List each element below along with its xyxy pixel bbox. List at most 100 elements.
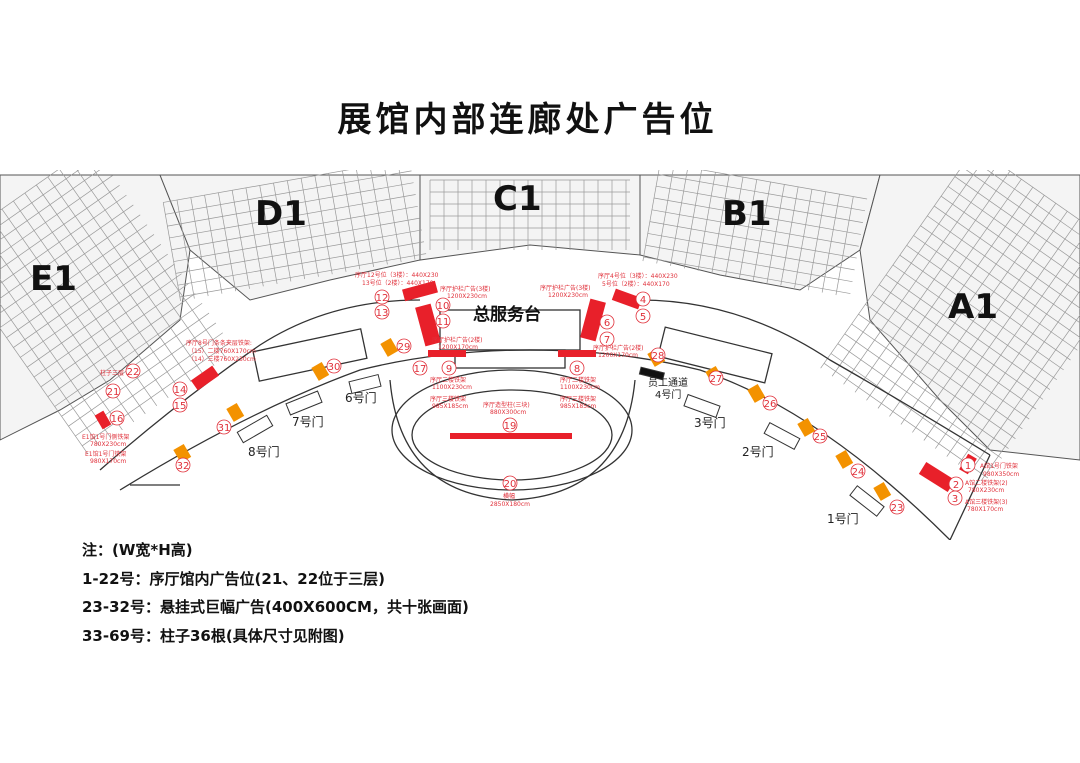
- ad-number: 9: [446, 364, 452, 375]
- ad-position-12: 12: [374, 289, 390, 305]
- ad-caption: 1100X230cm: [560, 384, 600, 391]
- ad-caption: 序厅护栏广告(2楼): [593, 344, 644, 352]
- floor-plan: E1 D1 C1 B1 A1 总服务台 1号门 2号门 3号门 员工通道 4号门…: [0, 170, 1080, 540]
- ad-caption: 985X185cm: [432, 403, 468, 410]
- ad-caption: （15）二楼760X170cm: [188, 347, 256, 355]
- hall-label-b1: B1: [722, 194, 772, 234]
- ad-number: 20: [504, 479, 517, 490]
- door-2-label: 2号门: [742, 444, 774, 459]
- ad-position-25: 25: [812, 428, 828, 444]
- ad-caption: 序厅三楼铁架: [560, 395, 596, 403]
- ad-position-21: 21: [105, 383, 121, 399]
- ad-position-17: 17: [412, 360, 428, 376]
- ad-caption: 序厅二楼铁架: [560, 376, 596, 384]
- hall-grid-block: [0, 170, 230, 455]
- ad-position-23: 23: [889, 499, 905, 515]
- banner-panel: [835, 449, 854, 469]
- ad-panel: [918, 462, 956, 492]
- ad-number: 1: [965, 461, 971, 472]
- ad-caption: 13号位（2楼）：440X170: [362, 279, 434, 287]
- ad-caption: 980X170cm: [90, 458, 126, 465]
- ad-number: 27: [710, 374, 723, 385]
- ad-panel: [611, 288, 643, 310]
- number-circle: [812, 428, 828, 444]
- ad-panel: [534, 433, 572, 439]
- number-circle: [396, 338, 412, 354]
- ad-number: 25: [814, 432, 827, 443]
- hall-grid-block: [429, 179, 630, 250]
- ad-caption: A馆二楼铁架(2): [965, 479, 1008, 487]
- ad-number: 30: [328, 362, 341, 373]
- ad-position-4: 4: [635, 291, 651, 307]
- number-circle: [960, 457, 976, 473]
- hall-label-e1: E1: [30, 259, 77, 299]
- ad-caption: 780X230cm: [968, 487, 1004, 494]
- ad-caption: （14）三楼760X230cm: [188, 355, 256, 363]
- door-3-label: 3号门: [694, 415, 726, 430]
- ad-panel: [402, 280, 438, 302]
- ad-position-31: 31: [216, 419, 232, 435]
- number-circle: [109, 410, 125, 426]
- door-6-label: 6号门: [345, 390, 377, 405]
- ad-caption: 序厅造型柱(三块): [483, 401, 530, 409]
- ad-caption: 序厅8号门条条夹层铁架:: [186, 339, 252, 347]
- ad-caption: 柱子三层: [100, 369, 124, 377]
- ad-position-14: 14: [172, 381, 188, 397]
- ad-caption: 1200X230cm: [548, 292, 588, 299]
- hall-a1-area: [859, 174, 1080, 461]
- page-title: 展馆内部连廊处广告位: [337, 100, 718, 140]
- ad-panel: [450, 433, 498, 439]
- note-units: 注：(W宽*H高): [82, 541, 193, 559]
- ad-number: 21: [107, 387, 120, 398]
- ad-caption: A馆1号门铁架: [980, 462, 1018, 470]
- service-desk-label: 总服务台: [473, 304, 541, 325]
- hall-grid-block: [820, 170, 1080, 481]
- ad-position-27: 27: [708, 370, 724, 386]
- ad-panel: [190, 365, 220, 391]
- ad-number: 7: [604, 335, 610, 346]
- ad-number: 6: [604, 318, 610, 329]
- number-circle: [105, 383, 121, 399]
- number-circle: [889, 499, 905, 515]
- number-circle: [850, 463, 866, 479]
- ad-number: 2: [953, 480, 959, 491]
- ad-position-9: 9: [441, 360, 457, 376]
- ad-position-8: 8: [569, 360, 585, 376]
- ad-caption: E1馆1号门侧铁架: [82, 433, 129, 441]
- ad-number: 19: [504, 421, 517, 432]
- hall-label-d1: D1: [255, 194, 307, 234]
- ad-caption: 1200X170cm: [438, 344, 478, 351]
- ad-caption: 1200X230cm: [447, 293, 487, 300]
- corridor-walls: [99, 299, 991, 540]
- ad-panel: [558, 350, 596, 357]
- banner-panel: [797, 417, 816, 437]
- ad-captions: 序厅12号位（3楼）：440X23013号位（2楼）：440X170序厅护栏广告…: [82, 271, 1019, 513]
- ad-number: 29: [398, 342, 411, 353]
- note-1-22: 1-22号：序厅馆内广告位(21、22位于三层): [82, 569, 385, 588]
- number-circle: [172, 397, 188, 413]
- hall-label-c1: C1: [493, 179, 542, 219]
- number-circle: [172, 381, 188, 397]
- number-circle: [599, 314, 615, 330]
- ad-caption: 序厅三楼铁架: [430, 395, 466, 403]
- ad-position-11: 11: [435, 313, 451, 329]
- ad-position-numbers: 1234567891011121314151617192021222324252…: [105, 289, 976, 515]
- ad-position-28: 28: [650, 347, 666, 363]
- ad-position-2: 2: [948, 476, 964, 492]
- ad-caption: A馆三楼铁架(3): [965, 498, 1008, 506]
- ad-number: 24: [852, 467, 865, 478]
- number-circle: [635, 308, 651, 324]
- ad-number: 8: [574, 364, 580, 375]
- ad-caption: E1馆1号门铁架: [85, 450, 126, 458]
- ad-caption: 980X350cm: [983, 471, 1019, 478]
- ad-caption: 1100X230cm: [432, 384, 472, 391]
- door-8-label: 8号门: [248, 444, 280, 459]
- ad-panel: [94, 410, 112, 430]
- ad-number: 5: [640, 312, 646, 323]
- ad-panels-red: [94, 280, 977, 492]
- number-circle: [435, 313, 451, 329]
- ad-caption: 780X170cm: [967, 506, 1003, 513]
- number-circle: [762, 395, 778, 411]
- ad-number: 4: [640, 295, 646, 306]
- door-4-label: 4号门: [655, 388, 681, 401]
